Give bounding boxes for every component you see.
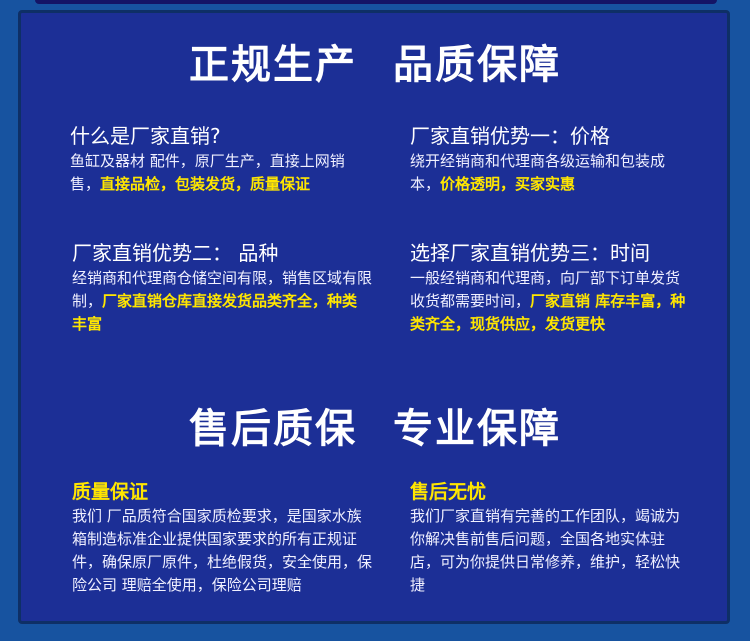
section-heading: 什么是厂家直销?: [70, 124, 221, 148]
content-panel: [18, 10, 730, 624]
section-highlight: 价格透明，买家实惠: [440, 175, 576, 193]
section-heading: 厂家直销优势一：价格: [410, 124, 610, 148]
section-text: 一般经销商和代理商，向厂部下订单发货收货都需要时间，: [410, 269, 681, 310]
section-advantage-variety: 厂家直销优势二： 品种 经销商和代理商仓储空间有限，销售区域有限制，厂家直销仓库…: [72, 239, 372, 336]
title-quality-production: 正规生产 品质保障: [189, 41, 561, 88]
section-after-sales: 售后无忧 我们厂家直销有完善的工作团队，竭诚为你解决售前售后问题，全国各地实体驻…: [410, 479, 692, 597]
section-quality-guarantee: 质量保证 我们 厂品质符合国家质检要求，是国家水族箱制造标准企业提供国家要求的所…: [72, 479, 372, 597]
title-after-sales: 售后质保 专业保障: [189, 405, 561, 452]
section-advantage-price: 厂家直销优势一：价格 绕开经销商和代理商各级运输和包装成本，价格透明，买家实惠: [410, 122, 690, 196]
top-bar: [35, 0, 717, 4]
section-advantage-time: 选择厂家直销优势三：时间 一般经销商和代理商，向厂部下订单发货收货都需要时间，厂…: [410, 239, 692, 336]
section-text: 经销商和代理商仓储空间有限，销售区域有限制，: [72, 269, 373, 310]
section-highlight: 厂家直销仓库直接发货品类齐全，种类丰富: [72, 292, 358, 333]
section-heading: 质量保证: [72, 481, 149, 503]
section-heading: 售后无忧: [410, 481, 487, 503]
section-text: 鱼缸及器材 配件，原厂生产，直接上网销售，: [70, 152, 345, 193]
section-text: 绕开经销商和代理商各级运输和包装成本，: [410, 152, 666, 193]
section-heading: 厂家直销优势二： 品种: [72, 241, 279, 265]
section-highlight: 厂家直销 库存丰富，种类齐全，现货供应，发货更快: [410, 292, 686, 333]
section-text: 我们 厂品质符合国家质检要求，是国家水族箱制造标准企业提供国家要求的所有正规证件…: [72, 507, 373, 594]
section-highlight: 直接品检，包装发货，质量保证: [100, 175, 311, 193]
section-heading: 选择厂家直销优势三：时间: [410, 241, 650, 265]
section-what-is-direct-sale: 什么是厂家直销? 鱼缸及器材 配件，原厂生产，直接上网销售，直接品检，包装发货，…: [70, 122, 370, 196]
section-text: 我们厂家直销有完善的工作团队，竭诚为你解决售前售后问题，全国各地实体驻店，可为你…: [410, 507, 681, 594]
